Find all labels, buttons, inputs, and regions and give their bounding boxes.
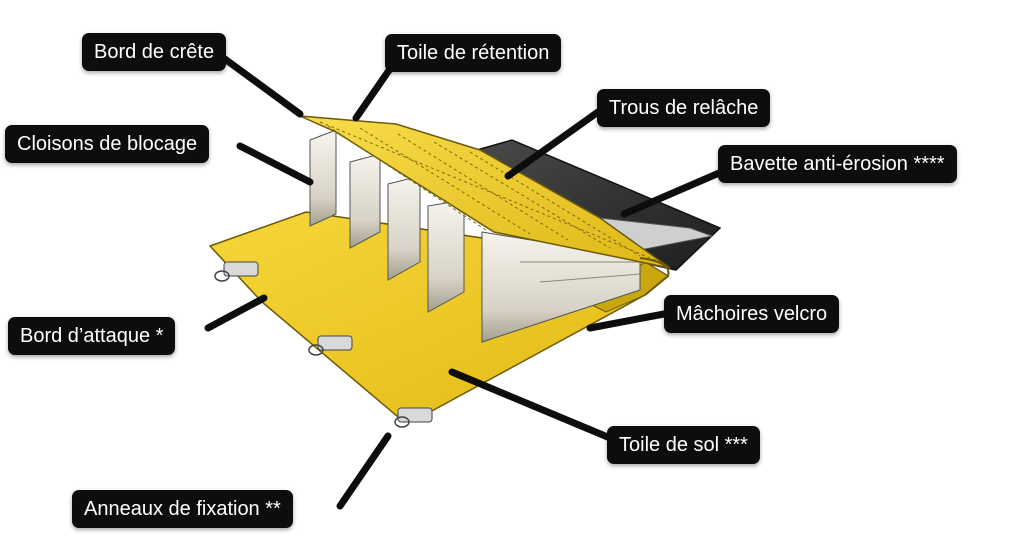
ring-clip — [397, 407, 433, 423]
ring — [214, 270, 230, 282]
baffle — [427, 199, 465, 313]
ring — [308, 344, 324, 356]
leader-line — [586, 310, 668, 332]
leader-line — [214, 50, 304, 118]
leader-lines — [204, 50, 730, 510]
leader-line — [620, 166, 730, 218]
baffles — [309, 129, 641, 343]
velcro-jaw — [639, 257, 670, 296]
ring — [394, 416, 410, 428]
leader-line — [504, 108, 602, 180]
ring-clip — [223, 261, 259, 277]
leader-line — [236, 142, 314, 186]
baffle-crease — [539, 273, 641, 283]
label-bord-d-attaque: Bord d’attaque * — [8, 317, 176, 355]
baffle — [349, 153, 381, 249]
label-anneaux-de-fixation: Anneaux de fixation ** — [72, 490, 293, 528]
label-bavette-anti-erosion: Bavette anti-érosion **** — [718, 145, 957, 183]
retention-fabric — [299, 115, 671, 269]
label-trous-de-relache: Trous de relâche — [597, 89, 771, 127]
label-bord-de-crete: Bord de crête — [82, 33, 227, 71]
leader-line — [336, 432, 392, 510]
label-toile-de-sol: Toile de sol *** — [607, 426, 760, 464]
leader-line — [448, 368, 614, 442]
retention-stitching — [319, 121, 661, 263]
ring-clip — [317, 335, 353, 351]
leader-line — [352, 62, 396, 122]
label-cloisons-de-blocage: Cloisons de blocage — [5, 125, 210, 163]
label-toile-de-retention: Toile de rétention — [385, 34, 562, 72]
label-machoires-velcro: Mâchoires velcro — [664, 295, 840, 333]
baffle — [387, 175, 421, 281]
fixation-rings — [214, 261, 433, 428]
leader-line — [204, 294, 268, 332]
baffle — [309, 129, 337, 227]
